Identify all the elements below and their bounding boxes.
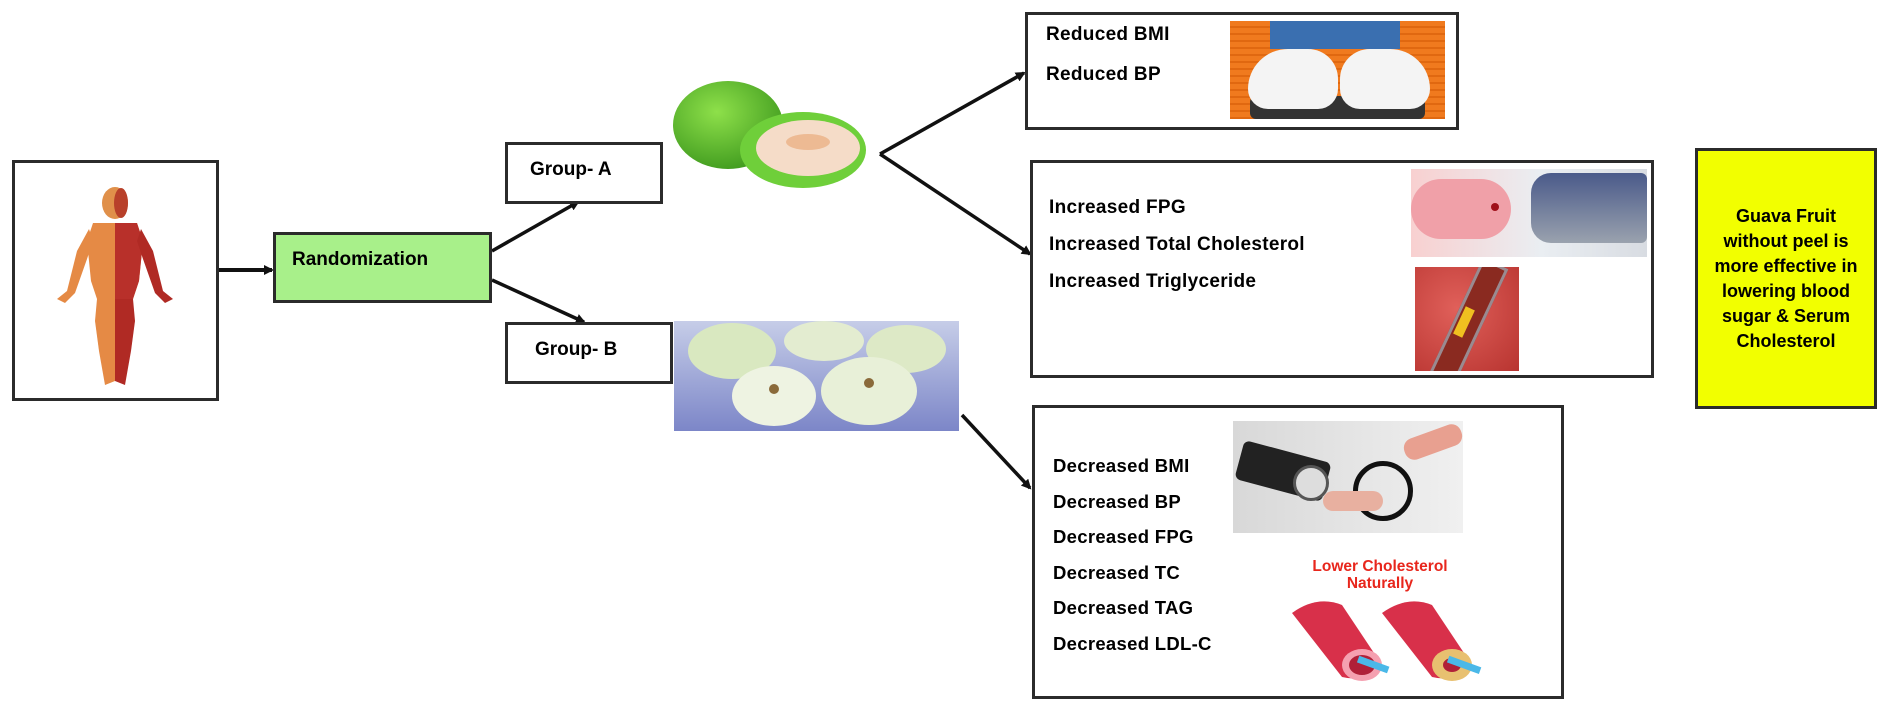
group-a-box: Group- A [505, 142, 663, 204]
artery-cross-section-image [1287, 595, 1487, 685]
peeled-guavas-image [674, 321, 959, 431]
outcome-box-increased: Increased FPG Increased Total Cholestero… [1030, 160, 1654, 378]
outcome-box-decreased: Decreased BMI Decreased BP Decreased FPG… [1032, 405, 1564, 699]
outcome-item: Decreased TC [1053, 561, 1180, 583]
outcome-item: Decreased BMI [1053, 455, 1190, 476]
weighing-scale-image [1230, 21, 1445, 119]
arrow-group-a-to-mid [879, 152, 1032, 256]
lower-cholesterol-caption: Lower Cholesterol Naturally [1275, 558, 1485, 592]
randomization-box: Randomization [273, 232, 492, 303]
arrow-group-a-to-top [879, 71, 1026, 156]
group-b-label: Group- B [535, 339, 618, 360]
conclusion-box: Guava Fruit without peel is more effecti… [1695, 148, 1877, 409]
artery-plaque-image [1415, 267, 1519, 371]
outcome-item: Reduced BMI [1046, 24, 1170, 45]
participant-box [12, 160, 219, 401]
arrow-to-group-b [491, 278, 586, 324]
whole-guava-image [668, 80, 868, 195]
artery-icon [1292, 601, 1482, 681]
outcome-item: Decreased TAG [1053, 597, 1194, 618]
outcome-item: Decreased LDL-C [1053, 632, 1212, 654]
conclusion-text: Guava Fruit without peel is more effecti… [1714, 205, 1858, 351]
reduced-outcomes-list: Reduced BMI Reduced BP [1046, 15, 1170, 95]
arrow-group-b-to-bottom [960, 413, 1032, 490]
group-a-label: Group- A [530, 159, 612, 180]
outcome-item: Reduced BP [1046, 64, 1161, 85]
glucose-meter-image [1411, 169, 1647, 257]
caption-line-2: Naturally [1346, 575, 1414, 592]
decreased-outcomes-list: Decreased BMI Decreased BP Decreased FPG… [1053, 448, 1212, 661]
guava-icon [673, 81, 866, 188]
outcome-item: Increased FPG [1049, 197, 1186, 218]
randomization-label: Randomization [292, 249, 429, 270]
blood-pressure-image [1233, 421, 1463, 533]
peeled-guava-icon [688, 321, 946, 426]
outcome-item: Decreased BP [1053, 490, 1182, 512]
outcome-item: Decreased FPG [1053, 526, 1194, 547]
human-anatomy-icon [57, 187, 173, 385]
increased-outcomes-list: Increased FPG Increased Total Cholestero… [1049, 189, 1305, 300]
arrow-to-group-a [491, 200, 580, 253]
outcome-box-reduced: Reduced BMI Reduced BP [1025, 12, 1459, 130]
group-b-box: Group- B [505, 322, 673, 384]
outcome-item: Increased Total Cholesterol [1049, 234, 1305, 255]
caption-line-1: Lower Cholesterol [1312, 558, 1448, 575]
outcome-item: Increased Triglyceride [1049, 271, 1257, 292]
